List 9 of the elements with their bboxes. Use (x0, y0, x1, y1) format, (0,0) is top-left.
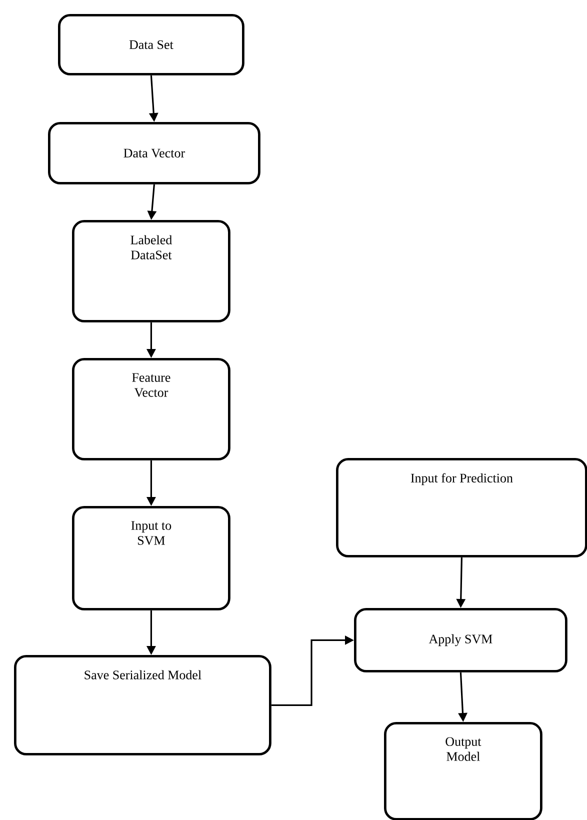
process-box: Apply SVM (354, 608, 568, 672)
process-box: Output Model (384, 722, 542, 820)
process-box: Input for Prediction (336, 458, 587, 558)
process-box: Data Set (58, 14, 244, 76)
process-box: Save Serialized Model (14, 655, 272, 756)
process-box: Labeled DataSet (72, 220, 230, 322)
process-box: Feature Vector (72, 358, 230, 460)
process-box: Data Vector (48, 122, 260, 184)
process-box: Input to SVM (72, 506, 230, 610)
